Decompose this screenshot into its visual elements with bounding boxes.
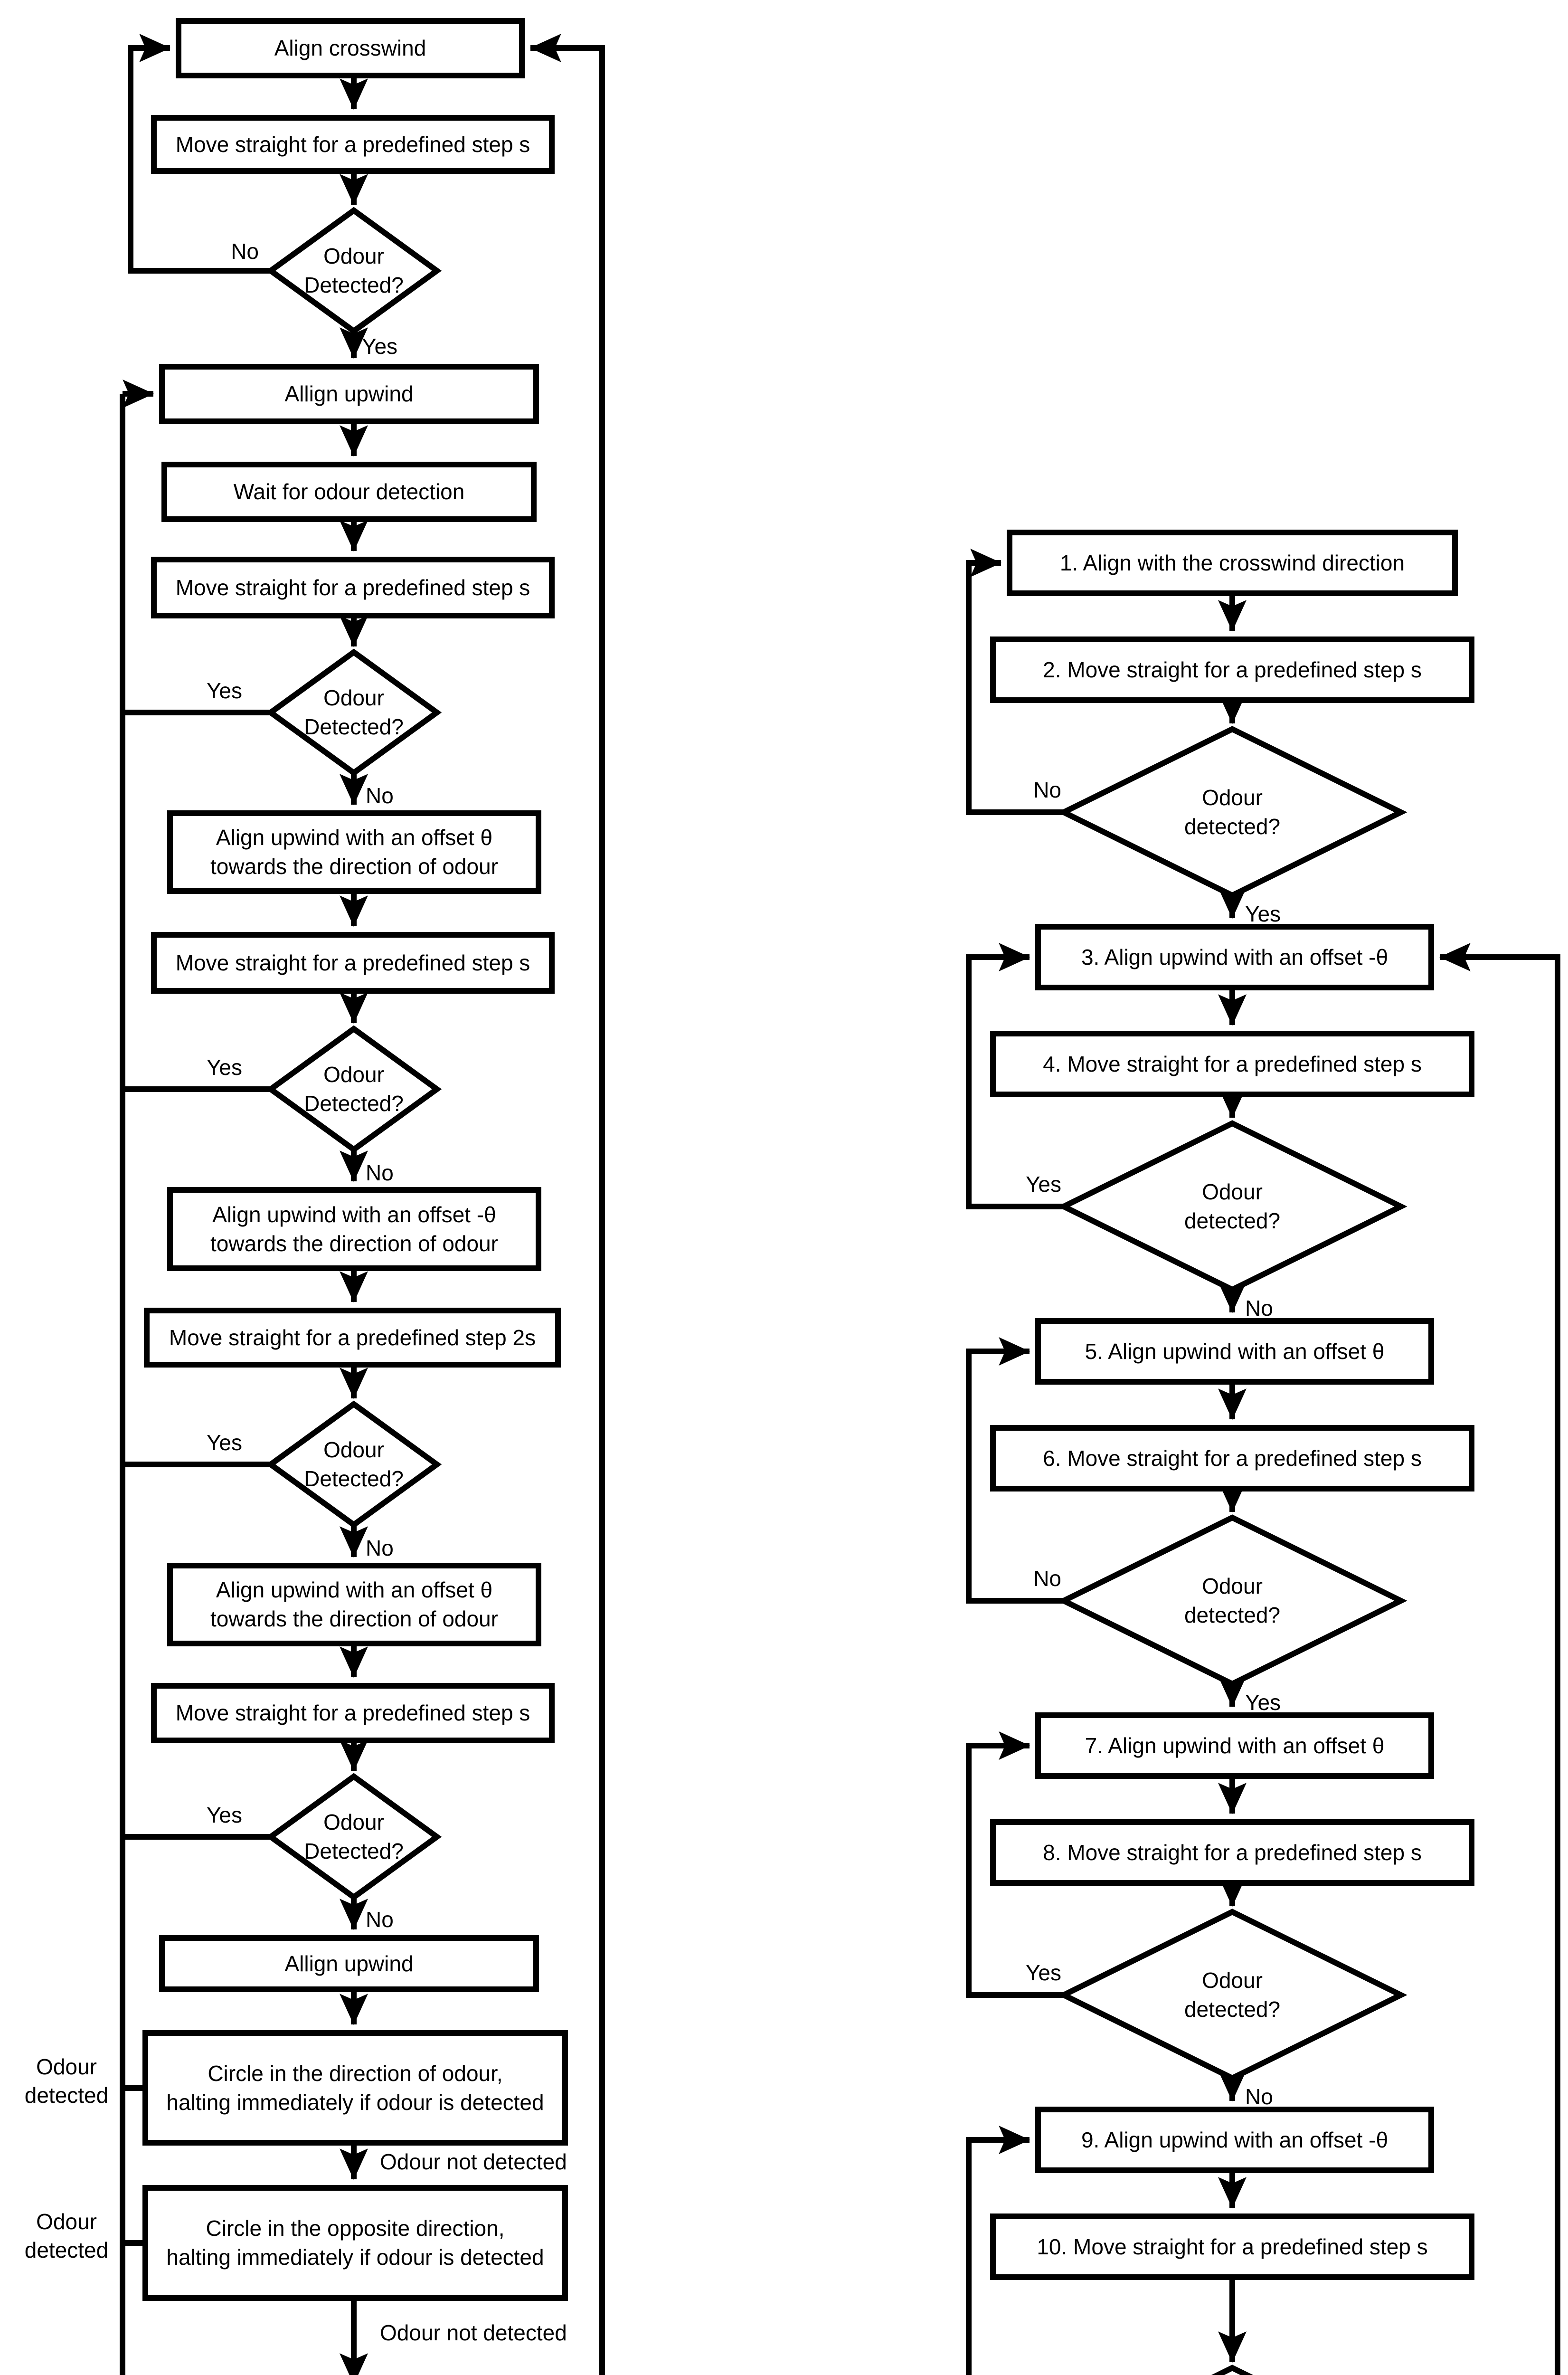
edge-label-no-5: No: [366, 1907, 394, 1932]
edge-label-yes-2: Yes: [206, 678, 242, 703]
box-circle-opposite: Circle in the opposite direction, haltin…: [142, 2185, 568, 2301]
box-circle-direction: Circle in the direction of odour, haltin…: [142, 2030, 568, 2146]
decision-odour-detected-3: [265, 1025, 442, 1153]
edge-label-odour-not-detected-1: Odour not detected: [380, 2149, 567, 2174]
box-align-offset-theta-2: Align upwind with an offset θ towards th…: [167, 1563, 541, 1646]
edge-label-yes-3: Yes: [206, 1055, 242, 1080]
box-move-straight-4: Move straight for a predefined step s: [151, 1683, 555, 1743]
edge-label-no-3: No: [366, 1160, 394, 1185]
box-step-3: 3. Align upwind with an offset -θ: [1035, 924, 1434, 990]
box-step-9: 9. Align upwind with an offset -θ: [1035, 2107, 1434, 2173]
box-step-5: 5. Align upwind with an offset θ: [1035, 1318, 1434, 1385]
right-flowchart-edges: [966, 549, 1560, 2375]
box-move-straight-1: Move straight for a predefined step s: [151, 115, 555, 174]
right-flowchart-decisions: [1057, 726, 1407, 2375]
edge-label-yes-5: Yes: [206, 1803, 242, 1827]
box-step-4: 4. Move straight for a predefined step s: [990, 1031, 1474, 1097]
box-step-1: 1. Align with the crosswind direction: [1007, 530, 1458, 596]
box-step-7: 7. Align upwind with an offset θ: [1035, 1712, 1434, 1779]
decision-odour-detected-1: [265, 207, 442, 335]
edge-label-odour-detected-1: Odour detected: [24, 2054, 109, 2108]
decision-odour-detected-4: [265, 1400, 442, 1529]
box-align-offset-theta-1: Align upwind with an offset θ towards th…: [167, 810, 541, 894]
box-step-8: 8. Move straight for a predefined step s: [990, 1819, 1474, 1886]
box-allign-upwind-2: Allign upwind: [159, 1935, 539, 1992]
box-step-2: 2. Move straight for a predefined step s: [990, 636, 1474, 703]
left-flowchart-edges: [120, 34, 605, 2375]
box-allign-upwind-1: Allign upwind: [159, 364, 539, 424]
edge-label-r-no-4: No: [1245, 2084, 1273, 2109]
edge-label-no-2: No: [366, 783, 394, 808]
decision-odour-detected-2: [265, 648, 442, 777]
box-step-6: 6. Move straight for a predefined step s: [990, 1425, 1474, 1492]
edge-label-r-no-1: No: [1033, 778, 1061, 802]
decision-odour-detected-5: [265, 1773, 442, 1901]
edge-label-no-4: No: [366, 1536, 394, 1560]
box-move-straight-2: Move straight for a predefined step s: [151, 557, 555, 618]
edge-label-r-no-2: No: [1245, 1296, 1273, 1320]
edge-label-yes-1: Yes: [362, 334, 398, 359]
edge-label-odour-detected-2: Odour detected: [24, 2209, 109, 2262]
edge-label-r-yes-1: Yes: [1245, 902, 1281, 926]
box-move-straight-3: Move straight for a predefined step s: [151, 932, 555, 994]
decision-r-odour-detected-4: [1057, 1909, 1407, 2081]
box-align-offset-neg-theta: Align upwind with an offset -θ towards t…: [167, 1187, 541, 1271]
edge-label-no-1: No: [231, 239, 259, 264]
box-wait-for-odour: Wait for odour detection: [161, 462, 537, 522]
edge-label-r-yes-4: Yes: [1025, 1960, 1061, 1985]
left-flowchart-decisions: [265, 207, 442, 1901]
edge-label-r-yes-3: Yes: [1245, 1690, 1281, 1715]
decision-r-odour-detected-1: [1057, 726, 1407, 899]
box-align-crosswind: Align crosswind: [176, 18, 525, 78]
box-step-10: 10. Move straight for a predefined step …: [990, 2214, 1474, 2280]
edge-label-yes-4: Yes: [206, 1430, 242, 1455]
edge-label-odour-not-detected-2: Odour not detected: [380, 2320, 567, 2345]
decision-r-odour-detected-2: [1057, 1120, 1407, 1293]
decision-r-odour-detected-3: [1057, 1514, 1407, 1687]
decision-r-odour-detected-5: [1211, 2365, 1253, 2375]
box-move-straight-2s: Move straight for a predefined step 2s: [144, 1308, 561, 1368]
edge-label-r-yes-2: Yes: [1025, 1172, 1061, 1197]
edge-label-r-no-3: No: [1033, 1566, 1061, 1591]
